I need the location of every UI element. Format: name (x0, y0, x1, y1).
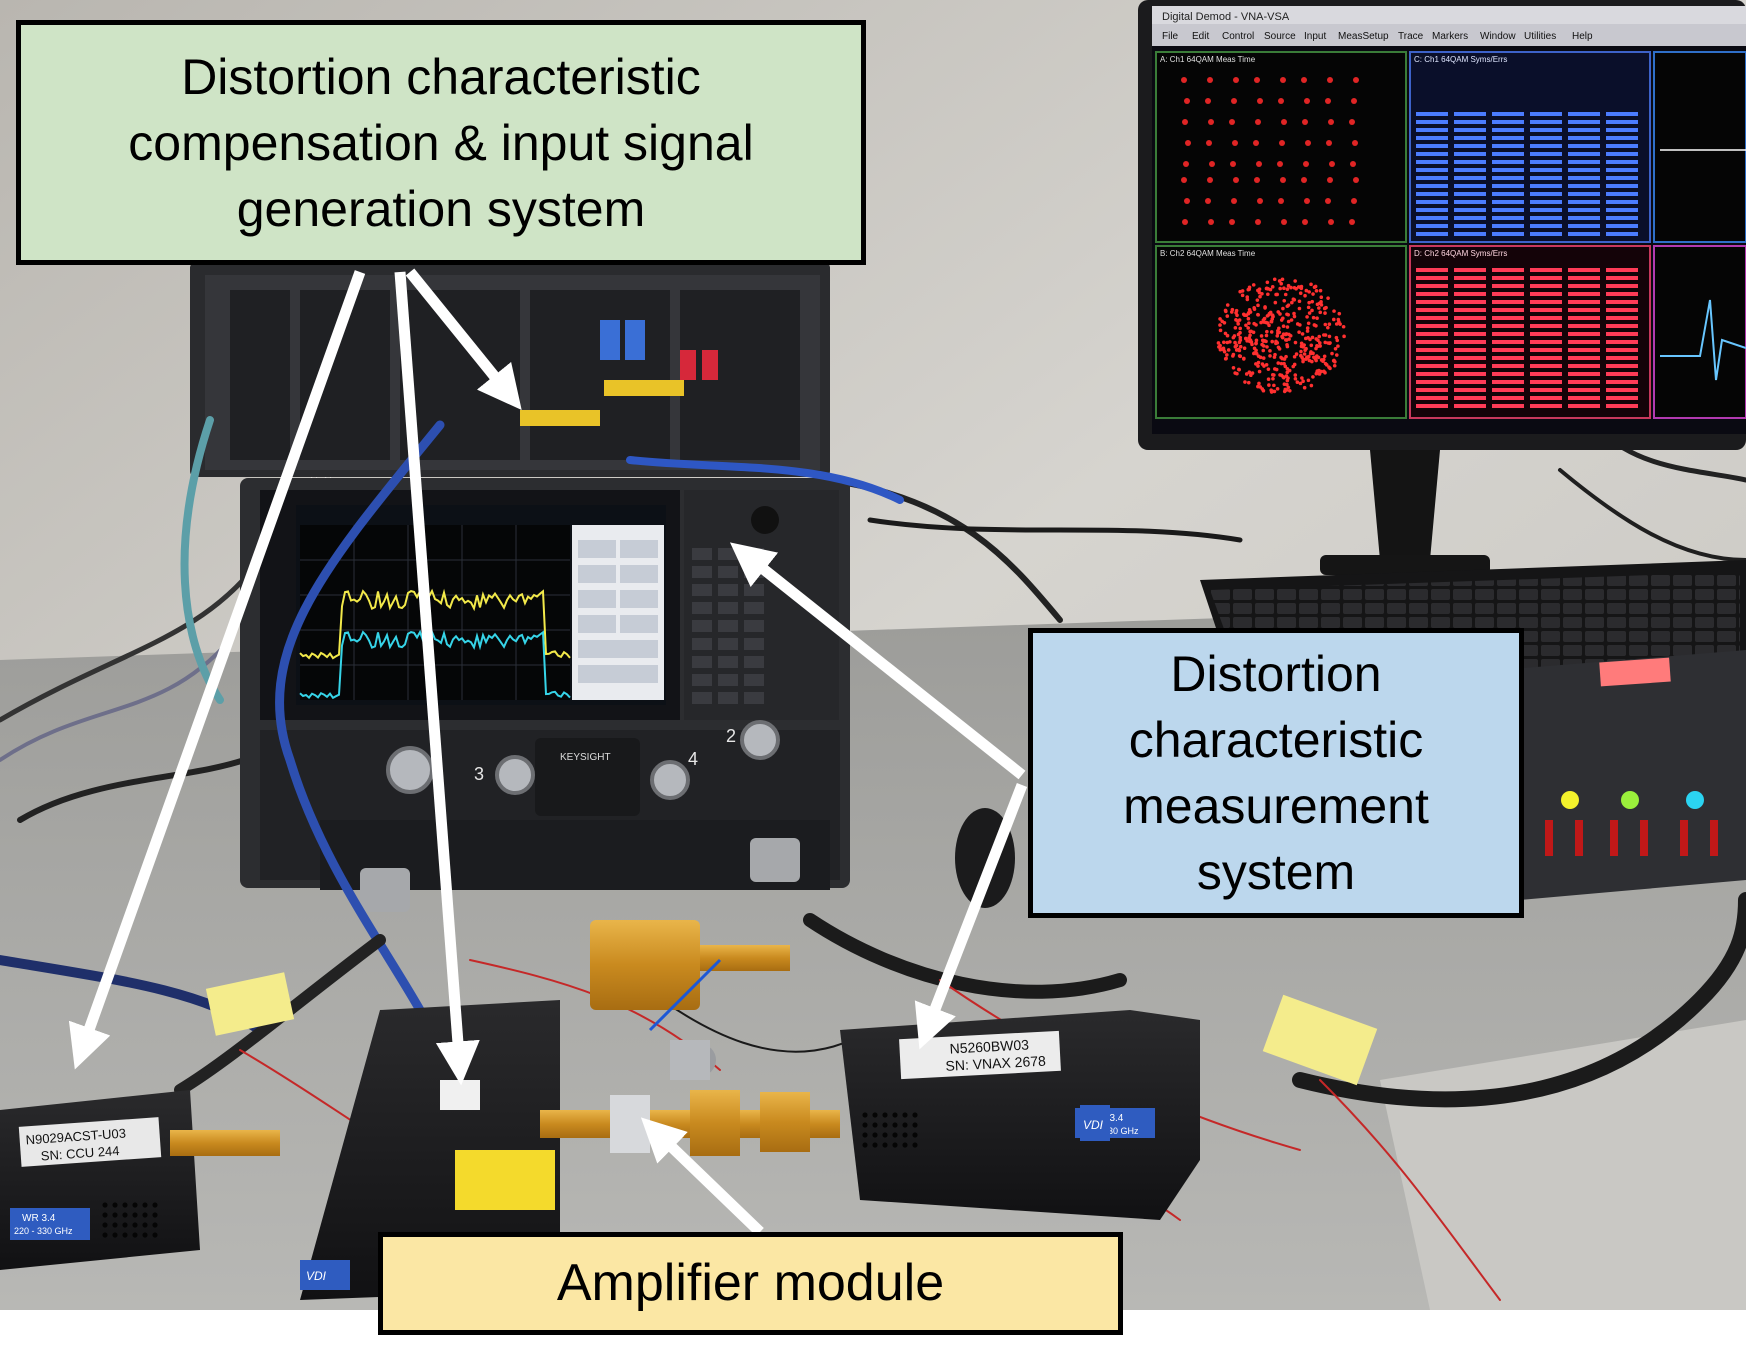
power-supply (1500, 650, 1746, 900)
menu-trace: Trace (1398, 31, 1424, 42)
vendor-logo-middle: VDI (306, 1269, 327, 1283)
panel-title-ch2-meas: B: Ch2 64QAM Meas Time (1160, 249, 1256, 258)
menu-markers: Markers (1432, 31, 1468, 42)
constellation-panel-ch1 (1155, 51, 1407, 243)
spectrum-panel-ch1 (1653, 51, 1746, 243)
port-number-4: 4 (688, 749, 698, 769)
band-label-left: WR 3.4 (22, 1213, 56, 1224)
callout-amplifier-module: Amplifier module (378, 1232, 1123, 1335)
callout-measurement-system-label: Distortion characteristic measurement sy… (1123, 646, 1429, 900)
panel-title-ch1-syms: C: Ch1 64QAM Syms/Errs (1414, 55, 1507, 64)
extender-left-serial: SN: CCU 244 (40, 1143, 120, 1163)
monitor-window-title: Digital Demod - VNA-VSA (1162, 11, 1290, 23)
vendor-logo-right: VDI (1083, 1118, 1104, 1132)
extender-right-serial: SN: VNAX 2678 (945, 1053, 1046, 1074)
band-range-left: 220 - 330 GHz (14, 1226, 73, 1236)
menu-meassetup: MeasSetup (1338, 31, 1389, 42)
menu-source: Source (1264, 31, 1296, 42)
menu-control: Control (1222, 31, 1254, 42)
callout-amplifier-module-label: Amplifier module (556, 1254, 945, 1313)
callout-input-signal-system-label: Distortion characteristic compensation &… (128, 48, 754, 237)
extender-left-model: N9029ACST-U03 (25, 1125, 126, 1147)
menu-edit: Edit (1192, 31, 1209, 42)
mouse (955, 808, 1015, 908)
constellation-plot-ch2 (1216, 277, 1346, 394)
middle-module-box: VDI (300, 1000, 560, 1300)
callout-measurement-system: Distortion characteristic measurement sy… (1028, 628, 1524, 918)
menu-help: Help (1572, 31, 1593, 42)
panel-title-ch1-meas: A: Ch1 64QAM Meas Time (1160, 55, 1256, 64)
port-number-2: 2 (726, 726, 736, 746)
constellation-plot-ch1 (1181, 77, 1359, 225)
monitor-menu-bar: File Edit Control Source Input MeasSetup… (1162, 31, 1593, 42)
left-frequency-extender: N9029ACST-U03 SN: CCU 244 WR 3.4 220 - 3… (0, 1090, 280, 1270)
menu-window: Window (1480, 31, 1516, 42)
symbol-table-ch1 (1416, 112, 1638, 236)
panel-title-ch2-syms: D: Ch2 64QAM Syms/Errs (1414, 249, 1507, 258)
menu-input: Input (1304, 31, 1326, 42)
brand-label-module: KEYSIGHT (560, 752, 611, 763)
extender-right-model: N5260BW03 (949, 1036, 1029, 1056)
symbol-table-ch2 (1416, 268, 1638, 408)
callout-input-signal-system: Distortion characteristic compensation &… (16, 20, 866, 265)
menu-file: File (1162, 31, 1179, 42)
gold-isolator (590, 920, 790, 1010)
spectrum-panel-ch2 (1653, 245, 1746, 419)
menu-utilities: Utilities (1524, 31, 1556, 42)
port-number-3: 3 (474, 764, 484, 784)
instrument-rack: NoN KEYSIGHT KEYSIGHT (190, 262, 850, 912)
monitor: Digital Demod - VNA-VSA File Edit Contro… (1138, 0, 1746, 575)
